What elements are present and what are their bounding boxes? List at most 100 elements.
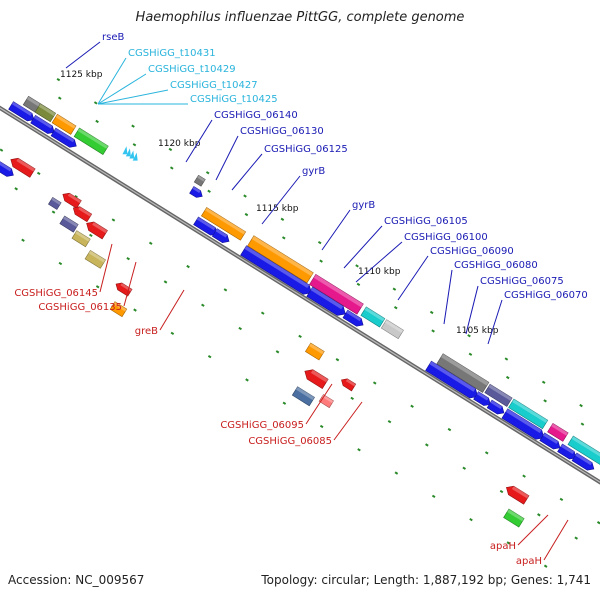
feature-orange-gyrB bbox=[247, 235, 314, 284]
tick-dash bbox=[132, 143, 137, 147]
cds-reverse-06085-shade bbox=[345, 378, 356, 387]
label-gyrb-4-leader bbox=[261, 175, 301, 225]
tick-dash bbox=[169, 166, 174, 170]
tick-dash bbox=[372, 381, 377, 385]
label-rseb-0: rseB bbox=[102, 32, 124, 43]
cds-forward-3-shade bbox=[196, 216, 216, 231]
cds-reverse-2 bbox=[86, 221, 108, 240]
cds-forward-8 bbox=[425, 360, 479, 399]
cds-forward-0 bbox=[8, 101, 35, 122]
tick-dash bbox=[186, 264, 190, 269]
tick-dash bbox=[238, 326, 242, 331]
trna-marker bbox=[125, 148, 131, 157]
tick-dash bbox=[468, 352, 473, 356]
tick-dash bbox=[205, 171, 210, 175]
tick-dash bbox=[394, 471, 399, 475]
tick-dash bbox=[505, 375, 510, 380]
feature-green-top bbox=[73, 127, 109, 155]
label-red-5-leader bbox=[517, 514, 549, 546]
cds-forward-4-shade bbox=[215, 228, 228, 238]
cds-forward-10-shade bbox=[490, 400, 503, 409]
cds-reverse-0-shade bbox=[16, 158, 36, 172]
cds-forward-1-shade bbox=[33, 115, 53, 129]
cds-forward-14-shade bbox=[575, 453, 593, 466]
feature-gray-06140 bbox=[193, 174, 206, 187]
tick-dash bbox=[244, 212, 249, 217]
label-red-3-leader bbox=[305, 383, 333, 425]
label-red-0: CGSHiGG_06145 bbox=[14, 288, 98, 299]
tick-dash bbox=[0, 148, 4, 152]
cds-forward-6 bbox=[306, 286, 346, 316]
cds-forward-5-shade bbox=[244, 245, 310, 289]
tick-dash bbox=[392, 287, 397, 291]
tick-dash bbox=[95, 119, 99, 124]
label-cgshigg_06080-9-leader bbox=[443, 269, 453, 325]
cds-reverse-apaH-shade bbox=[511, 486, 529, 499]
feature-green-apaH-shade bbox=[507, 509, 525, 522]
label-red-4-leader bbox=[333, 401, 363, 441]
feature-steel-06095-shade bbox=[295, 386, 315, 401]
tick-dash bbox=[207, 189, 211, 193]
label-gyrb-4: gyrB bbox=[302, 166, 325, 177]
tick-dash bbox=[319, 424, 324, 429]
label-trna-3: CGSHiGG_t10425 bbox=[190, 94, 278, 105]
label-red-3: CGSHiGG_06095 bbox=[220, 420, 304, 431]
cds-forward-13 bbox=[557, 443, 577, 460]
label-cgshigg_06105-6-leader bbox=[343, 225, 383, 269]
tick-dash bbox=[541, 380, 546, 384]
scale-tick-label: 1105 kbp bbox=[456, 326, 499, 336]
feature-purple-06135-shade bbox=[63, 216, 79, 228]
tick-dash bbox=[356, 282, 361, 287]
label-trna-2-leader bbox=[97, 89, 169, 105]
feature-gray-06090 bbox=[436, 353, 490, 393]
cds-reverse-06095 bbox=[304, 369, 329, 390]
tick-dash bbox=[126, 257, 130, 261]
label-red-6: apaH bbox=[516, 556, 542, 567]
label-red-2-leader bbox=[159, 289, 185, 331]
tick-dash bbox=[245, 378, 249, 382]
cds-reverse-06145 bbox=[62, 192, 82, 209]
tick-dash bbox=[95, 285, 100, 289]
tick-dash bbox=[223, 288, 228, 292]
cds-forward-8-shade bbox=[429, 361, 476, 392]
cds-forward-lower bbox=[0, 161, 14, 177]
feature-gray-06090-shade bbox=[440, 353, 489, 386]
tick-dash bbox=[543, 399, 547, 403]
tick-dash bbox=[275, 350, 280, 354]
label-trna-0-leader bbox=[97, 57, 127, 105]
tick-dash bbox=[133, 308, 137, 312]
feature-orange-gyrB-shade bbox=[251, 235, 314, 277]
label-cgshigg_06130-2: CGSHiGG_06130 bbox=[240, 126, 324, 137]
label-gyrb-5-leader bbox=[321, 209, 351, 251]
scale-tick-label: 1110 kbp bbox=[358, 267, 401, 277]
tick-dash bbox=[504, 357, 509, 361]
feature-purple-06145-shade bbox=[51, 197, 62, 205]
scale-tick-label: 1125 kbp bbox=[60, 70, 103, 80]
feature-olive-top bbox=[34, 103, 57, 123]
tick-dash bbox=[580, 422, 585, 426]
cds-reverse-greB-shade bbox=[120, 282, 133, 292]
feature-khaki-greB bbox=[84, 249, 107, 269]
label-red-0-leader bbox=[99, 243, 113, 293]
label-cgshigg_06070-11: CGSHiGG_06070 bbox=[504, 290, 588, 301]
tick-dash bbox=[319, 259, 323, 263]
feature-orange-06130-shade bbox=[204, 207, 246, 235]
scale-tick-label: 1120 kbp bbox=[158, 139, 201, 149]
label-cgshigg_06090-8: CGSHiGG_06090 bbox=[430, 246, 514, 257]
feature-orange-top-shade bbox=[55, 114, 77, 129]
tick-dash bbox=[447, 427, 452, 432]
tick-dash bbox=[499, 489, 504, 494]
label-trna-1: CGSHiGG_t10429 bbox=[148, 64, 236, 75]
label-cgshigg_06075-10: CGSHiGG_06075 bbox=[480, 276, 564, 287]
label-cgshigg_06070-11-leader bbox=[487, 299, 503, 345]
feature-cyan-06075-shade bbox=[512, 399, 548, 424]
feature-silver-06100 bbox=[380, 319, 404, 340]
feature-orange-top bbox=[51, 113, 77, 135]
label-trna-0: CGSHiGG_t10431 bbox=[128, 48, 216, 59]
tick-dash bbox=[579, 403, 583, 408]
tick-dash bbox=[467, 334, 471, 338]
feature-orange-06095 bbox=[304, 342, 325, 361]
tick-dash bbox=[355, 264, 359, 268]
